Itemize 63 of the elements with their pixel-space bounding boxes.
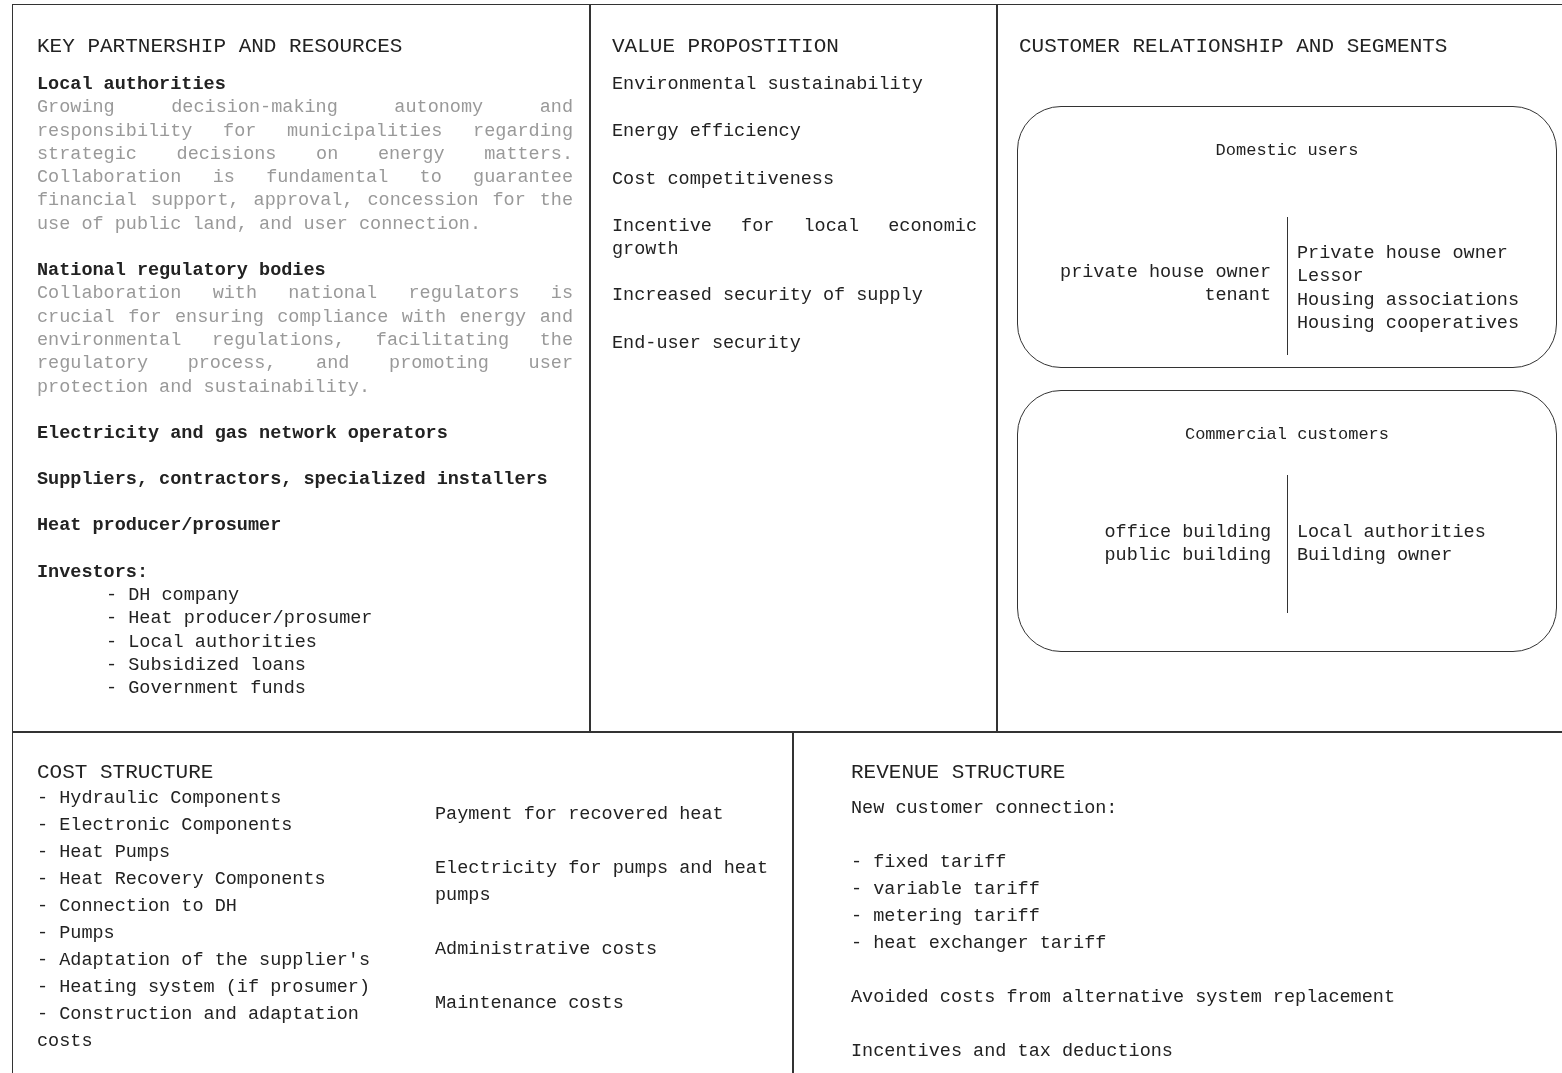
item-heading: Investors: (37, 560, 150, 585)
list-item: - variable tariff (851, 878, 1041, 902)
segment-item: Housing associations (1297, 288, 1521, 312)
list-item: - Local authorities (105, 630, 318, 654)
list-item: End-user security (612, 331, 802, 356)
list-item: Payment for recovered heat (435, 803, 725, 827)
segment-title: Domestic users (1214, 140, 1360, 162)
list-item: Energy efficiency (612, 120, 802, 144)
list-item: - heat exchanger tariff (851, 932, 1108, 956)
section-panel (12, 4, 590, 732)
list-item: Administrative costs (435, 938, 659, 962)
list-item: Cost competitiveness (612, 167, 836, 191)
item-heading: Suppliers, contractors, specialized installers (37, 468, 549, 492)
segment-item: office building (1103, 521, 1271, 545)
list-item: Increased security of supply (612, 284, 924, 308)
list-item: Avoided costs from alternative system replacement (851, 986, 1396, 1010)
item-heading: Local authorities (37, 73, 227, 97)
description-text: Collaboration with national regulators is crucial for ensuring compliance with energy and environmental regulations, facilitating the regulatory process, and promoting user protection and sustainability. (37, 282, 573, 399)
list-item: Incentives and tax deductions (851, 1040, 1174, 1064)
list-item: - Adaptation of the supplier's (37, 949, 372, 973)
list-item: New customer connection: (851, 797, 1119, 821)
list-item: - Pumps (37, 922, 116, 946)
section-heading: VALUE PROPOSTITION (612, 34, 840, 60)
item-heading: National regulatory bodies (37, 259, 327, 283)
section-heading: CUSTOMER RELATIONSHIP AND SEGMENTS (1019, 34, 1449, 60)
segment-item: Local authorities (1297, 521, 1487, 545)
list-item: Incentive for local economic growth (612, 214, 977, 262)
segment-item: Private house owner (1297, 242, 1509, 266)
list-item: - Heat Recovery Components (37, 868, 327, 892)
list-item: Electricity for pumps and heat pumps (435, 857, 770, 908)
section-panel (997, 4, 1562, 732)
section-heading: COST STRUCTURE (37, 760, 215, 786)
segment-box (1017, 106, 1557, 368)
segment-item: Housing cooperatives (1297, 311, 1521, 336)
list-item: - Government funds (105, 677, 307, 701)
list-item: - Connection to DH (37, 895, 238, 919)
section-panel (12, 732, 793, 1073)
description-text: Growing decision-making autonomy and responsibility for municipalities regarding strategic decisions on energy matters. Collaboration is fundamental to guarantee financial support, approval, concession for the use of public land, and user connection. (37, 96, 573, 237)
segment-item: tenant (1203, 284, 1271, 308)
item-heading: Electricity and gas network operators (37, 421, 449, 446)
list-item: - Heating system (if prosumer) (37, 976, 372, 1000)
list-item: - DH company (105, 584, 241, 608)
segment-item: private house owner (1059, 261, 1271, 285)
list-item: - Electronic Components (37, 814, 294, 838)
section-panel (590, 4, 997, 732)
list-item: - Subsidized loans (105, 653, 307, 678)
list-item: Maintenance costs (435, 992, 625, 1016)
list-item: - fixed tariff (851, 851, 1008, 875)
list-item: - Heat producer/prosumer (105, 607, 374, 631)
segment-box (1017, 390, 1557, 652)
segment-item: Building owner (1297, 544, 1454, 568)
list-item: - Heat Pumps (37, 841, 172, 865)
segment-item: Lessor (1297, 265, 1365, 289)
section-heading: REVENUE STRUCTURE (851, 760, 1067, 786)
item-heading: Heat producer/prosumer (37, 514, 283, 538)
list-item: - Construction and adaptation costs (37, 1003, 360, 1054)
list-item: - Hydraulic Components (37, 787, 283, 811)
list-item: - metering tariff (851, 905, 1041, 929)
section-panel (793, 732, 1562, 1073)
section-heading: KEY PARTNERSHIP AND RESOURCES (37, 34, 404, 60)
segment-item: public building (1103, 544, 1271, 568)
segment-title: Commercial customers (1183, 424, 1390, 446)
list-item: Environmental sustainability (612, 73, 924, 97)
